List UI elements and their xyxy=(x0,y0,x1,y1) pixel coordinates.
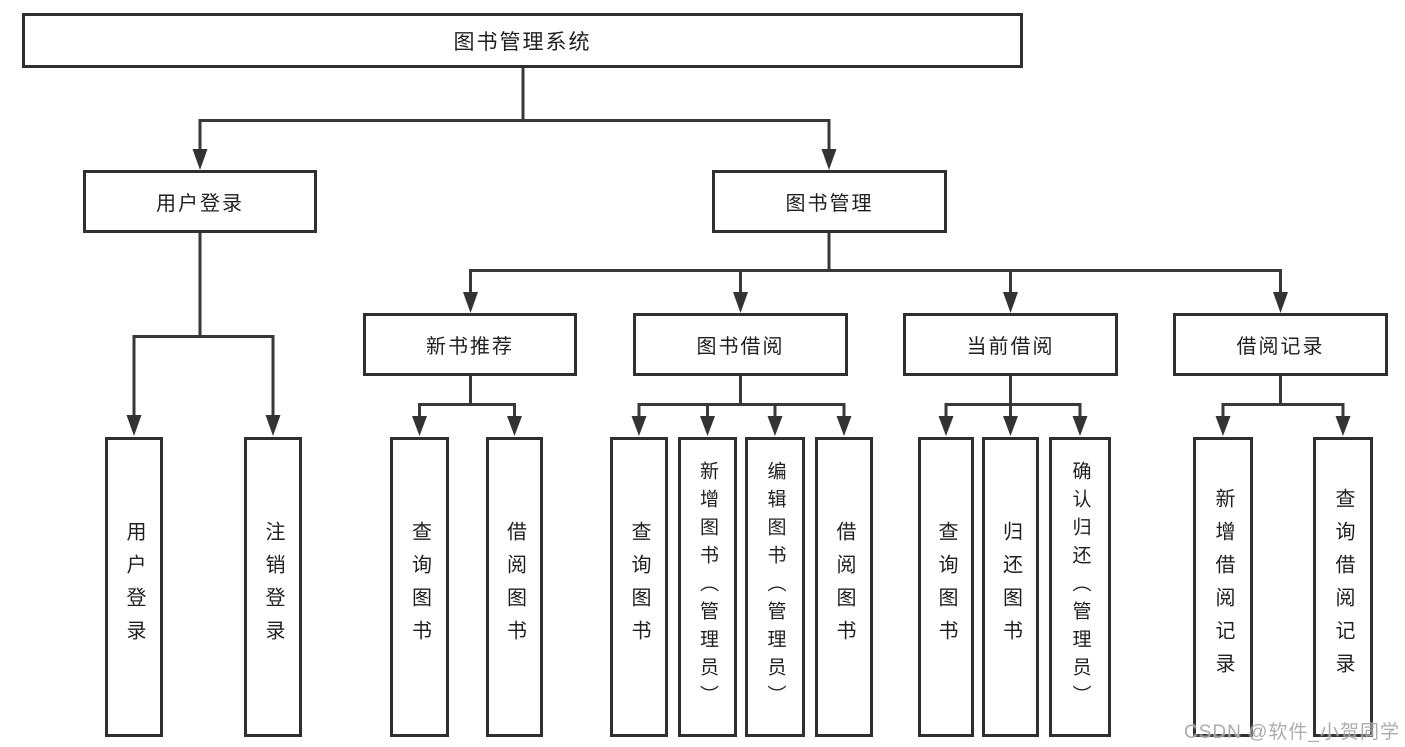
node-leaf-logout: 注销登录 xyxy=(244,437,302,737)
node-current-query-books: 查询图书 xyxy=(918,437,974,737)
node-current-return-books-label: 归还图书 xyxy=(999,521,1022,653)
node-leaf-user-login-label: 用户登录 xyxy=(123,521,145,653)
node-current-borrow-label: 当前借阅 xyxy=(966,336,1055,358)
node-borrow-records-label: 借阅记录 xyxy=(1236,336,1325,358)
node-borrow-edit-books-admin-label: 编辑图书（管理员） xyxy=(764,461,786,713)
node-recommend-borrow-books-label: 借阅图书 xyxy=(503,521,526,653)
node-borrow-query-books-label: 查询图书 xyxy=(628,521,650,653)
node-new-book-recommend-label: 新书推荐 xyxy=(426,336,514,358)
node-records-query-record: 查询借阅记录 xyxy=(1313,437,1373,737)
watermark: CSDN @软件_小贺同学 xyxy=(1184,722,1400,743)
node-recommend-query-books-label: 查询图书 xyxy=(408,521,431,653)
node-borrow-borrow-books: 借阅图书 xyxy=(815,437,873,737)
node-current-confirm-return-admin-label: 确认归还（管理员） xyxy=(1069,461,1091,713)
node-recommend-query-books: 查询图书 xyxy=(390,437,449,737)
node-user-login-label: 用户登录 xyxy=(156,193,244,215)
node-current-confirm-return-admin: 确认归还（管理员） xyxy=(1049,437,1111,737)
node-borrow-edit-books-admin: 编辑图书（管理员） xyxy=(745,437,805,737)
node-current-borrow: 当前借阅 xyxy=(903,313,1118,376)
node-root: 图书管理系统 xyxy=(22,13,1023,68)
node-user-login: 用户登录 xyxy=(83,170,317,233)
node-leaf-logout-label: 注销登录 xyxy=(262,521,284,653)
node-book-management: 图书管理 xyxy=(712,170,947,233)
node-root-label: 图书管理系统 xyxy=(453,30,592,54)
node-records-query-record-label: 查询借阅记录 xyxy=(1332,488,1354,686)
node-borrow-query-books: 查询图书 xyxy=(610,437,668,737)
node-leaf-user-login: 用户登录 xyxy=(105,437,163,737)
node-recommend-borrow-books: 借阅图书 xyxy=(486,437,543,737)
node-records-add-record-label: 新增借阅记录 xyxy=(1212,488,1234,686)
node-new-book-recommend: 新书推荐 xyxy=(363,313,577,376)
node-borrow-add-books-admin: 新增图书（管理员） xyxy=(678,437,737,737)
node-current-return-books: 归还图书 xyxy=(982,437,1039,737)
node-borrow-add-books-admin-label: 新增图书（管理员） xyxy=(697,461,718,713)
node-current-query-books-label: 查询图书 xyxy=(935,521,957,653)
node-borrow-borrow-books-label: 借阅图书 xyxy=(833,521,855,653)
node-book-management-label: 图书管理 xyxy=(785,193,874,215)
node-book-borrow: 图书借阅 xyxy=(633,313,848,376)
node-records-add-record: 新增借阅记录 xyxy=(1193,437,1253,737)
node-borrow-records: 借阅记录 xyxy=(1173,313,1388,376)
node-book-borrow-label: 图书借阅 xyxy=(696,336,785,358)
